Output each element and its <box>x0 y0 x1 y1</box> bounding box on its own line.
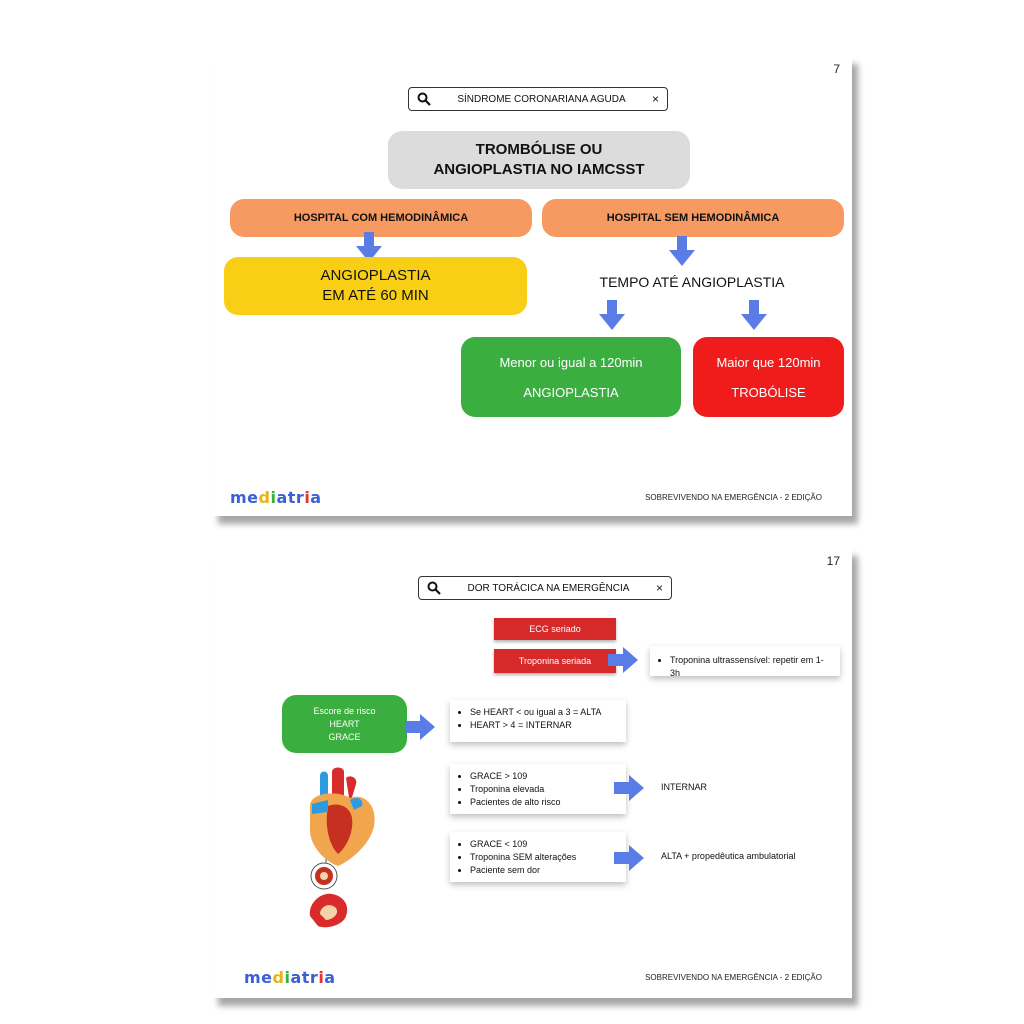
arrow-down-icon <box>741 300 767 330</box>
search-query: SÍNDROME CORONARIANA AGUDA <box>457 93 626 105</box>
less-title: Menor ou igual a 120min <box>499 354 643 370</box>
footer-text: SOBREVIVENDO NA EMERGÊNCIA - 2 EDIÇÃO <box>645 973 822 982</box>
low-result: ALTA + propedêutica ambulatorial <box>661 851 796 861</box>
high-risk-card: GRACE > 109 Troponina elevada Pacientes … <box>450 764 626 814</box>
search-query: DOR TORÁCICA NA EMERGÊNCIA <box>467 582 630 594</box>
score-item: HEART <box>329 718 360 729</box>
heart-rule: HEART > 4 = INTERNAR <box>470 719 618 732</box>
hospital-with-box: HOSPITAL COM HEMODINÂMICA <box>230 199 532 237</box>
search-bar[interactable]: SÍNDROME CORONARIANA AGUDA × <box>408 87 668 111</box>
arrow-right-icon <box>608 647 638 673</box>
heart-rules-card: Se HEART < ou igual a 3 = ALTA HEART > 4… <box>450 700 626 742</box>
arrow-down-icon <box>669 236 695 266</box>
angio-line-1: ANGIOPLASTIA <box>320 267 431 284</box>
more-title: Maior que 120min <box>716 354 821 370</box>
score-title: Escore de risco <box>313 705 376 716</box>
search-bar[interactable]: DOR TORÁCICA NA EMERGÊNCIA × <box>418 576 672 600</box>
mediatria-logo: mediatria <box>244 968 336 987</box>
high-risk-item: GRACE > 109 <box>470 770 618 783</box>
more-action: TROBÓLISE <box>731 384 806 400</box>
angioplasty-60-box: ANGIOPLASTIA EM ATÉ 60 MIN <box>224 257 527 315</box>
close-icon[interactable]: × <box>655 581 663 595</box>
risk-score-box: Escore de risco HEART GRACE <box>282 695 407 753</box>
ecg-label: ECG seriado <box>529 624 581 634</box>
page-number: 17 <box>826 554 840 568</box>
high-risk-item: Troponina elevada <box>470 783 618 796</box>
less-action: ANGIOPLASTIA <box>523 384 619 400</box>
title-box: TROMBÓLISE OU ANGIOPLASTIA NO IAMCSST <box>388 131 690 189</box>
heart-rule: Se HEART < ou igual a 3 = ALTA <box>470 706 618 719</box>
heart-illustration-icon <box>309 767 375 928</box>
arrow-right-icon <box>614 775 644 801</box>
ecg-box: ECG seriado <box>494 618 616 640</box>
title-line-1: TROMBÓLISE OU <box>475 141 603 158</box>
hospital-without-label: HOSPITAL SEM HEMODINÂMICA <box>606 212 780 224</box>
angio-line-2: EM ATÉ 60 MIN <box>322 287 429 304</box>
more-120-box: Maior que 120min TROBÓLISE <box>693 337 844 417</box>
high-risk-item: Pacientes de alto risco <box>470 796 618 809</box>
time-label: TEMPO ATÉ ANGIOPLASTIA <box>599 274 785 290</box>
less-120-box: Menor ou igual a 120min ANGIOPLASTIA <box>461 337 681 417</box>
hospital-without-box: HOSPITAL SEM HEMODINÂMICA <box>542 199 844 237</box>
close-icon[interactable]: × <box>651 92 659 106</box>
arrow-down-icon <box>599 300 625 330</box>
hospital-with-label: HOSPITAL COM HEMODINÂMICA <box>293 212 469 224</box>
troponina-note-card: Troponina ultrassensível: repetir em 1-3… <box>650 646 840 678</box>
troponina-box: Troponina seriada <box>494 649 616 673</box>
slide-17: 17 DOR TORÁCICA NA EMERGÊNCIA × ECG seri… <box>212 548 852 998</box>
score-item: GRACE <box>328 731 361 742</box>
high-result: INTERNAR <box>661 782 708 792</box>
search-icon <box>417 92 431 106</box>
troponina-label: Troponina seriada <box>518 656 592 666</box>
mediatria-logo: mediatria <box>230 488 322 507</box>
low-risk-item: Troponina SEM alterações <box>470 851 618 864</box>
slide-7: 7 SÍNDROME CORONARIANA AGUDA × TROMBÓLIS… <box>212 56 852 516</box>
arrow-right-icon <box>405 714 435 740</box>
low-risk-item: Paciente sem dor <box>470 864 618 877</box>
arrow-down-icon <box>356 232 382 262</box>
low-risk-card: GRACE < 109 Troponina SEM alterações Pac… <box>450 832 626 882</box>
footer-text: SOBREVIVENDO NA EMERGÊNCIA - 2 EDIÇÃO <box>645 493 822 502</box>
low-risk-item: GRACE < 109 <box>470 838 618 851</box>
troponina-note: Troponina ultrassensível: repetir em 1-3… <box>670 654 832 680</box>
page-number: 7 <box>833 62 840 76</box>
search-icon <box>427 581 441 595</box>
arrow-right-icon <box>614 845 644 871</box>
title-line-2: ANGIOPLASTIA NO IAMCSST <box>433 161 645 178</box>
